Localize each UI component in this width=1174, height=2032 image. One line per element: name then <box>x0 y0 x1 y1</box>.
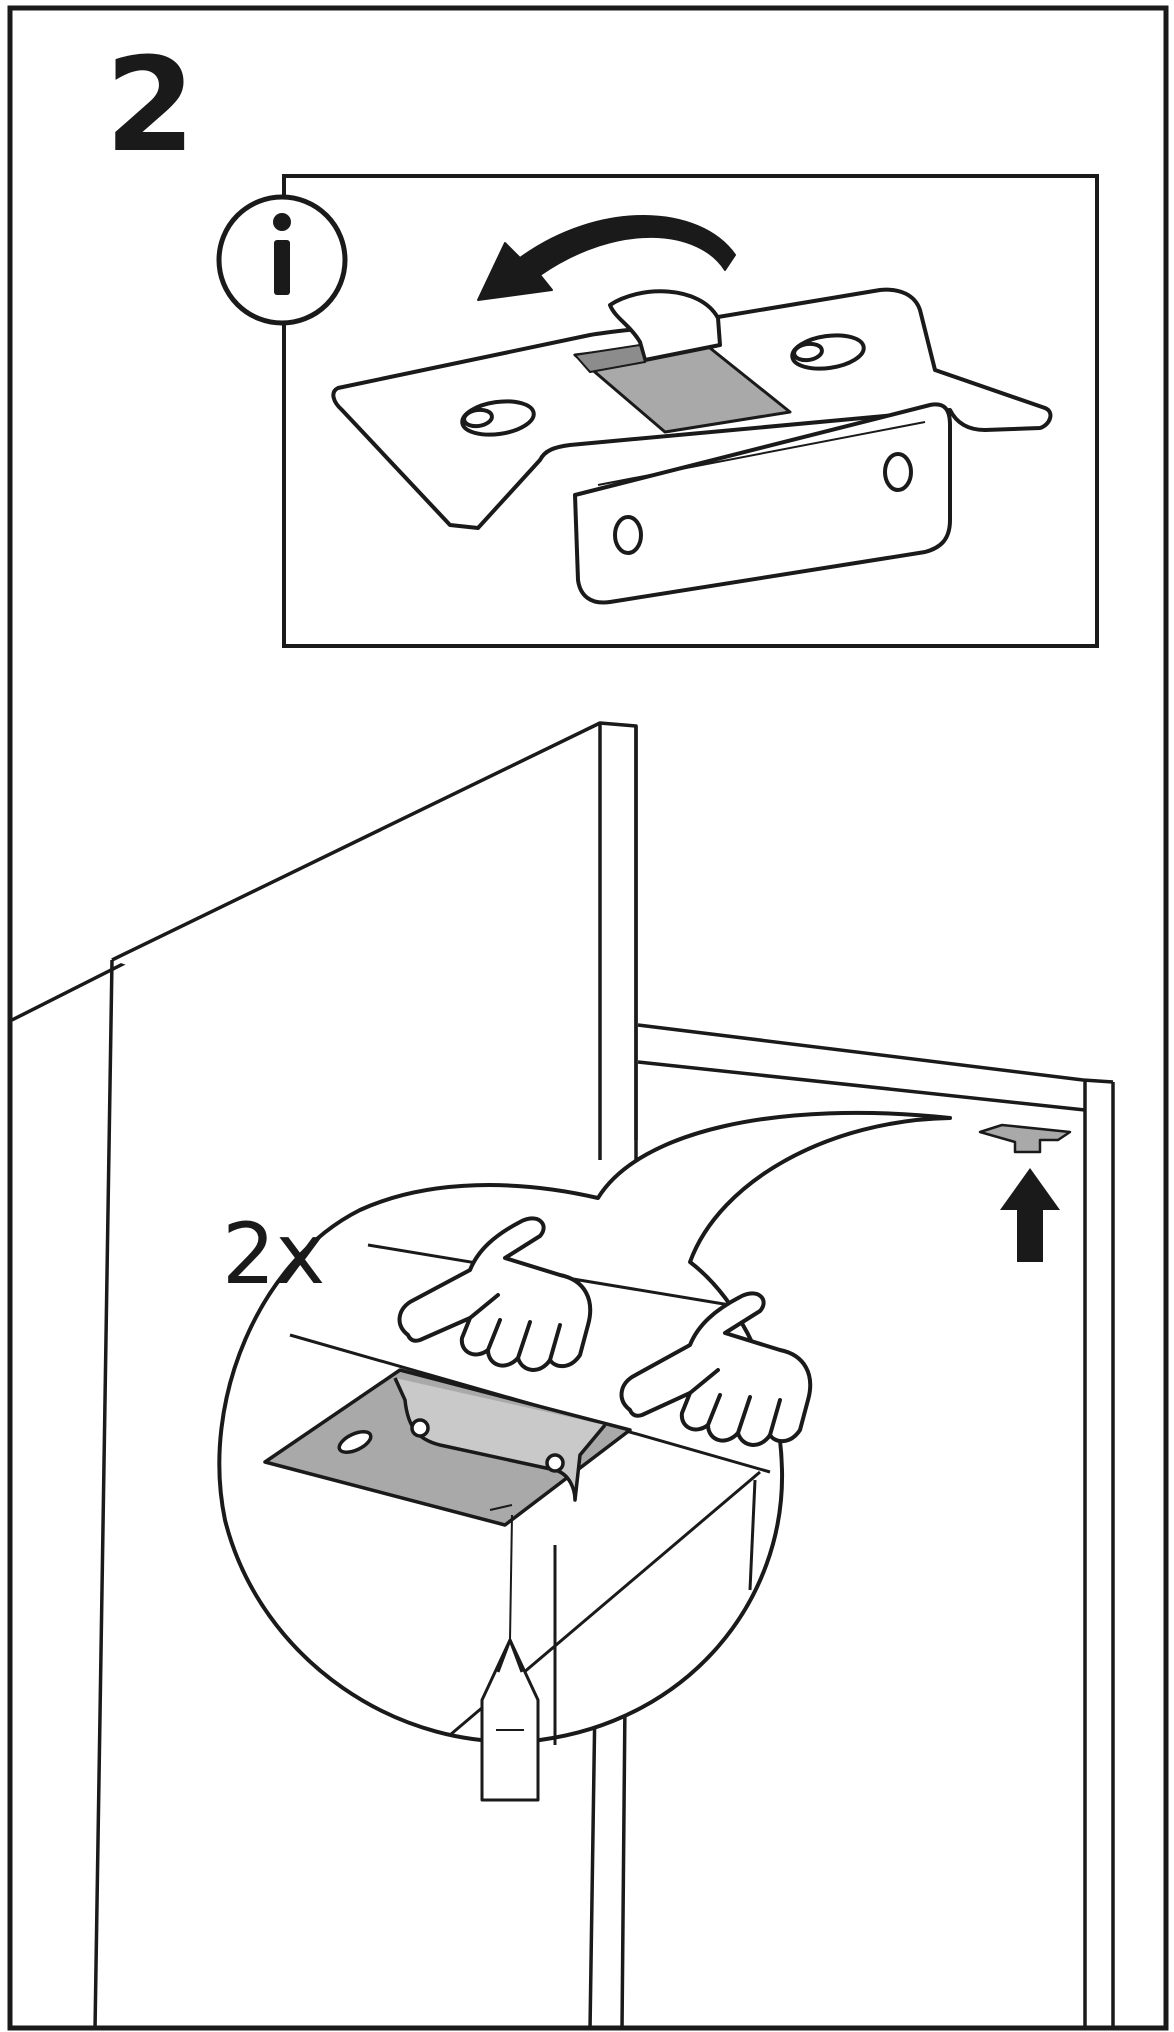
detail-callout <box>217 1110 952 1802</box>
bracket-in-callout <box>263 1368 632 1527</box>
info-panel <box>216 174 1099 648</box>
peel-direction-arrow-icon <box>477 215 736 301</box>
info-icon <box>216 194 348 326</box>
hand-pressing-icon <box>619 1291 813 1447</box>
adhesive-tape-drawing <box>573 289 792 434</box>
pencil-icon <box>480 1514 540 1802</box>
cabinet-drawing <box>11 721 1115 2031</box>
page-frame <box>7 5 1169 2031</box>
quantity-label: 2x <box>222 1205 326 1303</box>
step-number: 2 <box>105 29 196 181</box>
hand-pressing-icon <box>397 1216 593 1372</box>
up-arrow-icon <box>1000 1168 1060 1262</box>
bracket-location-marker <box>978 1123 1072 1154</box>
